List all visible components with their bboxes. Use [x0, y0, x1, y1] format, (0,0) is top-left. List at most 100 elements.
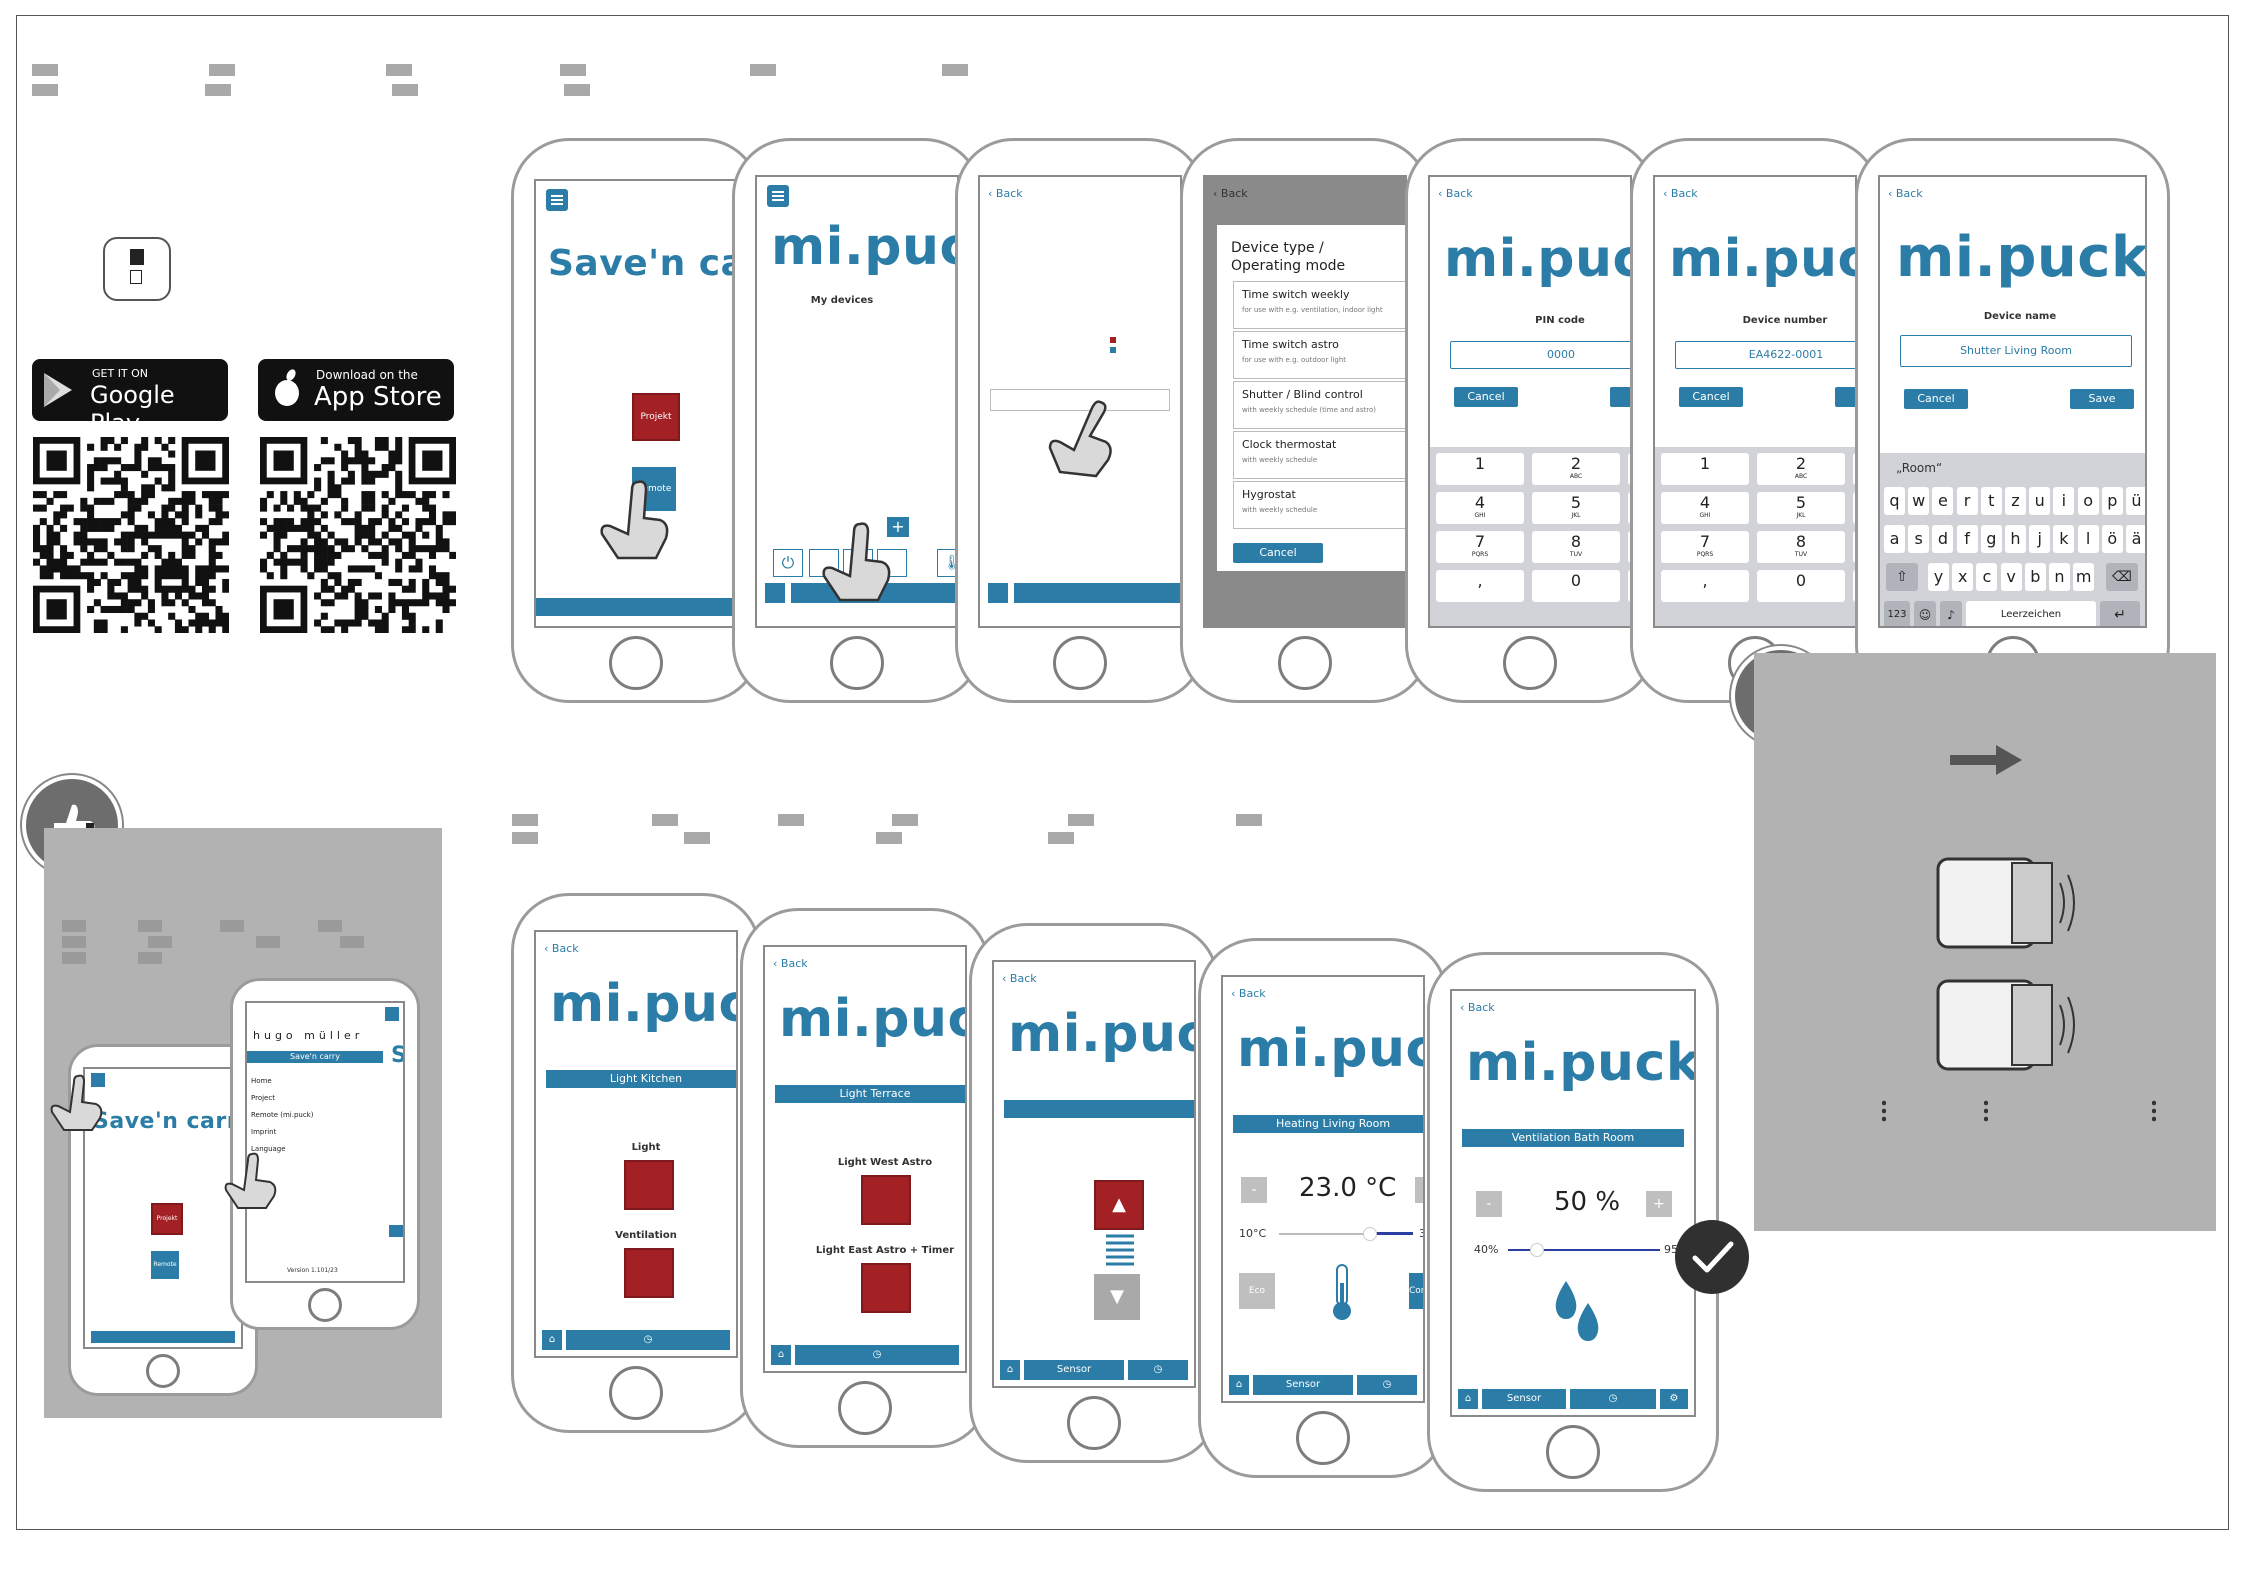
shift-key[interactable]: ⇧ [1886, 563, 1918, 591]
keypad-key[interactable]: , [1436, 570, 1524, 602]
menu-item[interactable]: Imprint [251, 1128, 277, 1136]
keyboard-key[interactable]: ä [2126, 525, 2145, 553]
keypad-key[interactable]: 1 [1436, 453, 1524, 485]
settings-icon[interactable]: ⚙ [1660, 1389, 1688, 1409]
keyboard-key[interactable]: k [2053, 525, 2075, 553]
keyboard-key[interactable]: v [2000, 563, 2022, 591]
device-number-input[interactable]: EA4622-0001 [1675, 341, 1855, 369]
shutter-down-button[interactable]: ▼ [1094, 1274, 1140, 1320]
home-icon[interactable] [988, 583, 1008, 603]
keypad-key[interactable] [1628, 492, 1630, 524]
keyboard-key[interactable]: j [2029, 525, 2051, 553]
cancel-button[interactable]: Cancel [1454, 387, 1518, 407]
menu-icon[interactable] [767, 185, 789, 207]
home-button[interactable] [609, 636, 663, 690]
home-icon[interactable] [765, 583, 785, 603]
projekt-button[interactable]: Projekt [151, 1203, 183, 1235]
remote-button[interactable]: Remote [151, 1251, 179, 1279]
keyboard-key[interactable]: t [1980, 487, 2002, 515]
keyboard-key[interactable]: a [1884, 525, 1905, 553]
shutter-up-button[interactable]: ▲ [1094, 1180, 1144, 1230]
keypad-key[interactable] [1628, 531, 1630, 563]
device-name-input[interactable]: Shutter Living Room [1900, 335, 2132, 367]
keyboard-key[interactable]: i [2053, 487, 2075, 515]
keypad-key[interactable]: 0 [1757, 570, 1845, 602]
keypad-key[interactable] [1853, 492, 1855, 524]
return-key[interactable]: ↵ [2100, 601, 2140, 626]
clock-icon[interactable]: ◷ [1357, 1375, 1417, 1395]
keyboard-key[interactable]: ü [2126, 487, 2145, 515]
ventilation-toggle[interactable] [624, 1248, 674, 1298]
keypad-key[interactable]: 0 [1532, 570, 1620, 602]
home-icon[interactable]: ⌂ [1000, 1360, 1020, 1380]
save-button[interactable]: Sa [1835, 387, 1855, 407]
home-button[interactable] [1503, 636, 1557, 690]
light-west-toggle[interactable] [861, 1175, 911, 1225]
keyboard-key[interactable]: d [1932, 525, 1954, 553]
keypad-key[interactable] [1628, 570, 1630, 602]
keyboard-key[interactable]: h [2005, 525, 2026, 553]
keyboard-key[interactable]: ö [2101, 525, 2123, 553]
keypad-key[interactable] [1853, 453, 1855, 485]
menu-item[interactable]: Home [251, 1077, 272, 1085]
menu-tab[interactable] [389, 1225, 403, 1237]
search-input[interactable] [990, 389, 1170, 411]
projekt-button[interactable]: Projekt [632, 393, 680, 441]
keypad-key[interactable]: , [1661, 570, 1749, 602]
add-device-icon[interactable]: + [887, 517, 909, 537]
home-icon[interactable]: ⌂ [542, 1330, 562, 1350]
clock-icon[interactable]: ◷ [795, 1345, 959, 1365]
save-button[interactable]: Save [2070, 389, 2134, 409]
backspace-key[interactable]: ⌫ [2106, 563, 2138, 591]
keypad-key[interactable] [1853, 531, 1855, 563]
home-button[interactable] [1053, 636, 1107, 690]
temperature-slider[interactable] [1279, 1233, 1413, 1235]
sensor-tab[interactable]: Sensor [1024, 1360, 1124, 1380]
home-button[interactable] [308, 1288, 342, 1322]
increase-button[interactable]: + [1646, 1191, 1672, 1217]
back-link[interactable]: ‹ Back [773, 957, 808, 970]
numbers-key[interactable]: 123 [1884, 601, 1910, 626]
keyboard-key[interactable]: p [2101, 487, 2123, 515]
home-button[interactable] [830, 636, 884, 690]
back-link[interactable]: ‹ Back [1438, 187, 1473, 200]
menu-icon[interactable] [546, 189, 568, 211]
light-toggle[interactable] [624, 1160, 674, 1210]
keyboard-key[interactable]: x [1952, 563, 1974, 591]
keyboard-key[interactable]: o [2077, 487, 2099, 515]
keyboard-key[interactable]: w [1908, 487, 1930, 515]
keyboard-key[interactable]: e [1932, 487, 1954, 515]
clock-icon[interactable]: ◷ [566, 1330, 730, 1350]
menu-item[interactable]: Remote (mi.puck) [251, 1111, 314, 1119]
clock-icon[interactable]: ◷ [1570, 1389, 1656, 1409]
keyboard-key[interactable]: b [2024, 563, 2046, 591]
keypad-key[interactable] [1853, 570, 1855, 602]
space-key[interactable]: Leerzeichen [1966, 601, 2096, 626]
slider-handle[interactable] [1530, 1243, 1544, 1257]
keyboard-key[interactable]: u [2029, 487, 2051, 515]
home-button[interactable] [838, 1381, 892, 1435]
back-link[interactable]: ‹ Back [988, 187, 1023, 200]
home-button[interactable] [1546, 1425, 1600, 1479]
emoji-key[interactable]: ☺ [1914, 601, 1936, 626]
back-link[interactable]: ‹ Back [1213, 187, 1248, 200]
menu-icon[interactable] [385, 1007, 399, 1021]
google-play-badge[interactable]: GET IT ON Google Play [32, 359, 228, 437]
keyboard-key[interactable]: z [2005, 487, 2026, 515]
clock-icon[interactable]: ◷ [1128, 1360, 1188, 1380]
home-button[interactable] [1296, 1411, 1350, 1465]
keyboard-key[interactable]: l [2077, 525, 2099, 553]
increase-button[interactable] [1415, 1177, 1423, 1203]
menu-item[interactable]: Project [251, 1094, 275, 1102]
cancel-button[interactable]: Cancel [1679, 387, 1743, 407]
